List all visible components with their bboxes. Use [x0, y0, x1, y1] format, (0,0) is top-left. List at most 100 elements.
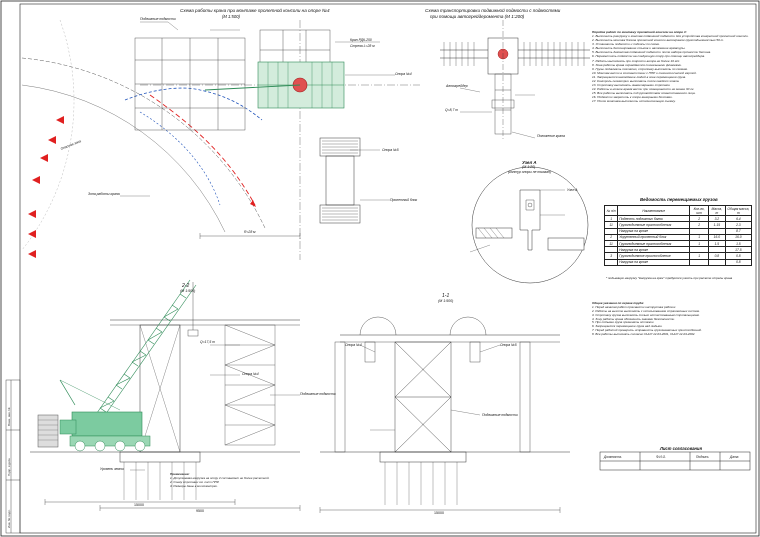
approval-table — [599, 451, 751, 471]
danger-flags — [28, 116, 64, 258]
section-2-2-title: 2-2 — [182, 283, 190, 289]
section-1-1-title: 1-1 — [442, 293, 450, 299]
table-header-row: № п/п Наименование Кол-во, шт Масса, т О… — [603, 204, 753, 217]
label-podmost-section: Подвижные подмости — [300, 392, 336, 396]
note-item: 15. Все работы выполнять под руководство… — [592, 91, 696, 96]
table-cell — [707, 258, 726, 266]
transport-scheme-title: Схема транспортировки подвижной подмости… — [425, 8, 561, 13]
label-podmost-11: Подвижные подмости — [482, 413, 518, 417]
section-1-1-scale: (М 1:500) — [438, 299, 454, 303]
label-support5-11: Опора №5 — [500, 343, 517, 347]
crane-scheme-title: Схема работы крана при монтаже пролетной… — [180, 8, 330, 13]
table-header: Кол-во, шт — [689, 204, 709, 217]
table-cell — [603, 258, 619, 266]
approval-header: Должность — [604, 455, 622, 459]
note-item: 6. Запрещается перемещение груза над люд… — [592, 324, 663, 329]
note-item: 3. Размеры даны в миллиметрах. — [170, 483, 218, 488]
table-header: Общая масса, т — [724, 204, 753, 217]
approval-header: Дата — [730, 455, 739, 459]
note-item: 8. Все работы выполнять согласно СНиП 12… — [592, 332, 696, 337]
hook-path — [149, 94, 256, 206]
crane-boom-plan — [204, 84, 301, 91]
node-a-note: (контур опоры не показан) — [508, 170, 551, 174]
note-item: 11. Запрещается нахождение людей в зоне … — [592, 74, 687, 79]
note-item: 3. Установить подмости и подкосы по схем… — [592, 42, 660, 47]
note-item: 4. Выполнить бетонирование стыков и натя… — [592, 46, 686, 51]
crane-boom-elevation — [91, 279, 197, 426]
approval-header: Подпись — [696, 455, 709, 459]
note-item: 5. При подъеме груза применять оттяжки. — [592, 320, 655, 325]
approval-header: Ф.И.О. — [656, 455, 666, 459]
note-item: 6. Переместить подмости на следующую опо… — [592, 54, 706, 59]
note-item: 1. Допускаемая нагрузка на опору 4 соста… — [170, 475, 270, 480]
dim-15000: 15000 — [134, 503, 144, 507]
approval-title: Лист согласования — [660, 446, 702, 451]
note-item: 8. Зона работы крана ограждается сигналь… — [592, 62, 682, 67]
label-support4-section: Опора №4 — [242, 372, 259, 376]
table-cell — [689, 258, 709, 266]
note-item: 10. Монтаж вести в соответствии с ППР и … — [592, 70, 697, 75]
load-spec-table: № п/п Наименование Кол-во, шт Масса, т О… — [603, 204, 753, 266]
strip-text: Подп. и дата — [7, 458, 11, 476]
section-notes-title: Примечания: — [170, 472, 190, 476]
label-support5: Опора №5 — [382, 148, 399, 152]
note-item: 9. Грузы поднимать поэтапно, строповку в… — [592, 66, 688, 71]
radius-arc-inner — [21, 84, 226, 233]
label-boom: Стрела L=28 м — [350, 44, 375, 48]
note-item: 14. Работы в ночное время вести при осве… — [592, 87, 695, 92]
notes-title: Порядок работ по монтажу пролетной консо… — [592, 30, 687, 34]
table-header: Масса, т — [707, 204, 726, 217]
note-item: 16. Подмости закрепить к опоре анкерными… — [592, 95, 673, 100]
binding-strip — [5, 379, 21, 534]
note-item: 12. Контроль геометрии выполнять после к… — [592, 78, 680, 83]
blue-hook-trajectory — [124, 87, 263, 121]
label-node: Узел А — [567, 188, 578, 192]
note-item: 1. Выполнить разгрузку и монтаж подвижно… — [592, 34, 749, 39]
spec-footnote: * подъемную нагрузку "Нагрузка на крюк" … — [606, 276, 733, 280]
section-1-1 — [319, 316, 570, 513]
note-item: 7. Работы выполнять при скорости ветра н… — [592, 58, 681, 63]
table-header: Наименование — [617, 204, 691, 217]
label-podmost: Подвижные подмости — [140, 17, 176, 21]
note-item: 4. Зону работы крана обозначить знаками … — [592, 316, 675, 321]
label-lift: Q=17,5 т — [200, 340, 215, 344]
node-a-detail — [469, 166, 589, 284]
strip-text: Инв. № подл. — [7, 509, 11, 528]
label-support4-11: Опора №4 — [345, 343, 362, 347]
note-item: 2. Работы на высоте выполнять с использо… — [592, 308, 700, 313]
note-item: 2. Выполнить монтаж блоков пролетной кон… — [592, 38, 725, 43]
inner-frame — [19, 3, 757, 534]
counterweight — [37, 414, 59, 448]
label-truck: Автогрейдер — [446, 84, 468, 88]
label-support4: Опора №4 — [395, 72, 412, 76]
crane-body — [59, 379, 151, 452]
dim-9500: 9500 — [196, 509, 204, 513]
safety-title: Общие указания по охране труда: — [592, 301, 645, 305]
work-radius-arc — [21, 57, 266, 229]
section-notes: Примечания: 1. Допускаемая нагрузка на о… — [170, 472, 320, 489]
strip-text: Взам. инв. № — [7, 407, 11, 426]
label-hook-zone: Зона работы крана — [88, 192, 120, 196]
spec-title: Ведомость перемещаемых грузов — [640, 197, 718, 202]
safety-notes: Общие указания по охране труда: 1. Перед… — [592, 301, 752, 337]
dim-15000-11: 15000 — [434, 511, 444, 515]
node-a-title: Узел А — [522, 160, 537, 165]
crane-plan-scheme — [21, 19, 420, 260]
label-crane: Кран РДК-250 — [350, 38, 372, 42]
note-item: 13. Строповку выполнять инвентарными стр… — [592, 83, 671, 88]
work-order-notes: Порядок работ по монтажу пролетной консо… — [592, 30, 752, 103]
label-crane-position: Положение крана — [537, 134, 565, 138]
note-item: 17. После монтажа выполнить исполнительн… — [592, 99, 676, 104]
table-cell: 0.8 — [724, 258, 753, 266]
note-item: 7. Перед работой проверить исправность г… — [592, 328, 702, 333]
crane-scheme-scale: (М 1:500) — [222, 14, 240, 19]
section-2-2 — [30, 279, 301, 511]
note-item: 2. Схему строповки см. лист ППР. — [170, 479, 220, 484]
label-dim-radius: R=28 м — [244, 230, 256, 234]
label-load: Q=8,7 т — [445, 108, 459, 112]
note-item: 3. Строповку грузов выполнять только атт… — [592, 312, 700, 317]
table-header: № п/п — [603, 204, 619, 217]
section-2-2-scale: (М 1:500) — [180, 289, 196, 293]
